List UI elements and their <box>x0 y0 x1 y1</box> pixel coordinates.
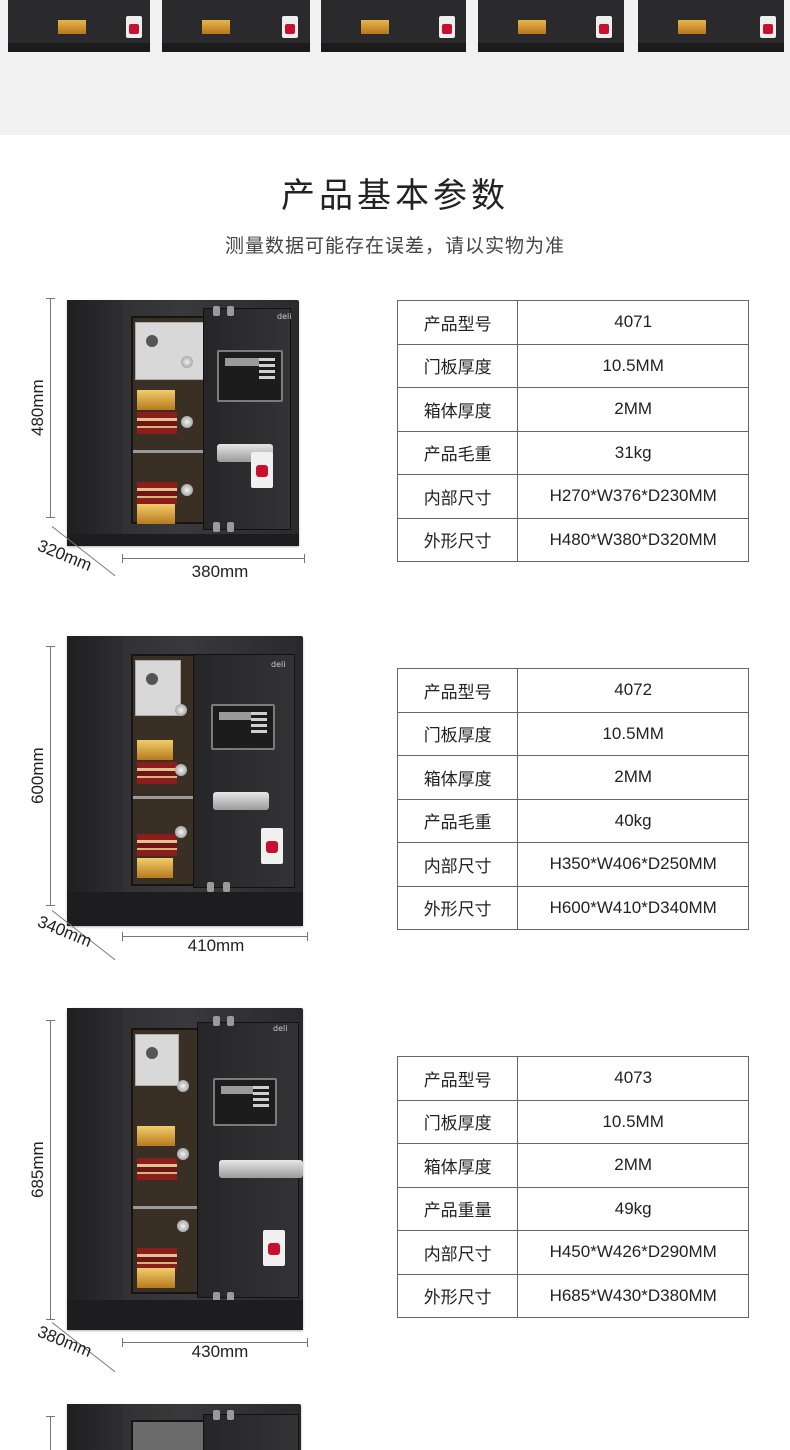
spec-label: 产品型号 <box>396 1056 519 1101</box>
height-dimension-label: 600mm <box>28 747 47 805</box>
spec-label: 产品毛重 <box>396 430 519 475</box>
height-dimension-line <box>46 1020 55 1320</box>
spec-value: 4071 <box>517 300 749 345</box>
spec-value: H270*W376*D230MM <box>517 474 749 519</box>
height-dimension-label: 685mm <box>28 1141 47 1199</box>
width-dimension-label: 380mm <box>191 562 249 581</box>
spec-label: 门板厚度 <box>396 343 519 388</box>
product-block-4071: 480mm deli 320mm 380mm <box>0 296 790 596</box>
thumbnail-safe-5[interactable] <box>638 0 784 52</box>
spec-label: 箱体厚度 <box>396 755 519 800</box>
width-dimension-line <box>122 1338 308 1347</box>
spec-label: 内部尺寸 <box>396 474 519 519</box>
spec-value: H450*W426*D290MM <box>517 1230 749 1275</box>
spec-value: 2MM <box>517 1143 749 1188</box>
width-dimension-label: 410mm <box>187 936 245 955</box>
spec-label: 内部尺寸 <box>396 842 519 887</box>
spec-value: 10.5MM <box>517 1099 749 1144</box>
thumbnail-strip <box>0 0 790 135</box>
height-dimension-line <box>46 1416 55 1450</box>
spec-value: H350*W406*D250MM <box>517 842 749 887</box>
thumbnail-safe-4[interactable] <box>478 0 624 52</box>
product-block-4073: 685mm deli 380mm 430mm <box>0 1006 790 1373</box>
width-dimension-label: 430mm <box>191 1342 249 1361</box>
spec-label: 箱体厚度 <box>396 1143 519 1188</box>
spec-label: 外形尺寸 <box>396 885 519 930</box>
product-block-4072: 600mm deli 340mm 410mm 产品型号 <box>0 634 790 964</box>
spec-value: H685*W430*D380MM <box>517 1273 749 1318</box>
thumbnail-safe-1[interactable] <box>8 0 150 52</box>
spec-value: 4072 <box>517 668 749 713</box>
spec-label: 箱体厚度 <box>396 387 519 432</box>
spec-label: 产品型号 <box>396 300 519 345</box>
spec-value: H600*W410*D340MM <box>517 885 749 930</box>
spec-label: 产品型号 <box>396 668 519 713</box>
thumbnail-safe-3[interactable] <box>321 0 466 52</box>
spec-value: 10.5MM <box>517 343 749 388</box>
width-dimension-line <box>122 554 305 563</box>
spec-value: 10.5MM <box>517 711 749 756</box>
spec-value: 2MM <box>517 387 749 432</box>
safe-image: deli <box>67 300 299 546</box>
thumbnail-safe-2[interactable] <box>162 0 310 52</box>
spec-value: 40kg <box>517 798 749 843</box>
page-subtitle: 测量数据可能存在误差，请以实物为准 <box>224 236 565 257</box>
safe-image: deli <box>67 636 303 926</box>
spec-label: 门板厚度 <box>396 711 519 756</box>
page-title: 产品基本参数 <box>281 177 509 215</box>
product-block-next <box>0 1400 790 1450</box>
safe-image: deli <box>67 1008 303 1330</box>
width-dimension-line <box>122 932 308 941</box>
height-dimension-line <box>46 298 55 518</box>
height-dimension-line <box>46 646 55 906</box>
spec-value: 49kg <box>517 1186 749 1231</box>
height-dimension-label: 480mm <box>28 379 47 437</box>
spec-value: 31kg <box>517 430 749 475</box>
spec-value: 4073 <box>517 1056 749 1101</box>
safe-image <box>67 1404 301 1450</box>
spec-label: 门板厚度 <box>396 1099 519 1144</box>
spec-label: 产品毛重 <box>396 798 519 843</box>
spec-label: 外形尺寸 <box>396 517 519 562</box>
spec-value: H480*W380*D320MM <box>517 517 749 562</box>
spec-label: 产品重量 <box>396 1186 519 1231</box>
spec-label: 外形尺寸 <box>396 1273 519 1318</box>
spec-value: 2MM <box>517 755 749 800</box>
spec-label: 内部尺寸 <box>396 1230 519 1275</box>
